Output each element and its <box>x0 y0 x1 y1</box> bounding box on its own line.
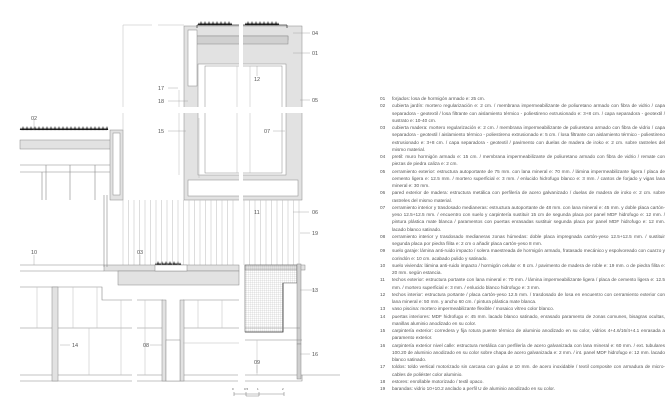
label-13: 13 <box>312 288 318 294</box>
legend-number: 15 <box>380 328 386 333</box>
legend-number: 09 <box>380 248 386 254</box>
label-18: 18 <box>158 99 164 105</box>
label-14: 14 <box>72 343 78 349</box>
upper-volume <box>178 20 308 205</box>
legend-item: 06 pared exterior de madera: estructura m… <box>380 189 665 204</box>
legend-text: suelo vivienda: lámina anti-ruido impact… <box>392 262 665 275</box>
label-11: 11 <box>254 210 260 216</box>
legend-number: 07 <box>380 204 386 210</box>
legend-item: 17 toldos: toldo vertical motorizado sin … <box>380 363 665 378</box>
legend-item: 09 suelo garaje: lámina anti-ruido impact… <box>380 247 665 262</box>
legend-number: 05 <box>380 168 386 174</box>
legend-text: forjados: losa de hormigón armado e: 25 … <box>392 96 486 101</box>
label-12: 12 <box>254 77 260 83</box>
section-drawing: 04 01 12 05 07 17 18 15 02 11 06 19 10 0… <box>19 20 340 397</box>
legend-number: 13 <box>380 306 386 312</box>
lower-left-volume <box>19 24 184 201</box>
legend-text: carpintería exterior: corredera y fija r… <box>392 328 665 341</box>
label-17: 17 <box>158 86 164 92</box>
label-10: 10 <box>31 250 37 256</box>
leader-lines <box>33 32 316 373</box>
legend-text: puertas interiores: MDF hidrofugo e: 45 … <box>392 313 665 326</box>
roof-vegetation <box>19 21 280 266</box>
pool <box>244 263 302 345</box>
legend-item: 02 cubierta jardín: mortero regularizació… <box>380 102 665 124</box>
label-08: 08 <box>143 343 149 349</box>
legend-number: 10 <box>380 262 386 268</box>
legend-item: 15 carpintería exterior: corredera y fija… <box>380 327 665 342</box>
legend-item: 05 cerramiento exterior: estructura autop… <box>380 168 665 190</box>
label-03: 03 <box>137 250 143 256</box>
legend-text: techos exterior: estructura portante con… <box>392 277 665 290</box>
label-06: 06 <box>312 210 318 216</box>
lower-floors <box>20 286 340 382</box>
drawing-labels: 04 01 12 05 07 17 18 15 02 11 06 19 10 0… <box>31 31 318 366</box>
legend-number: 18 <box>380 378 386 384</box>
legend-item: 08 cerramiento interior y trasdosado medi… <box>380 233 665 248</box>
legend-text: toldos: toldo vertical motorizado sin ca… <box>392 364 665 377</box>
legend: 01 forjados: losa de hormigón armado e: 2… <box>380 95 665 392</box>
legend-item: 11 techos exterior: estructura portante c… <box>380 276 665 291</box>
label-05: 05 <box>312 98 318 104</box>
legend-number: 03 <box>380 125 386 130</box>
label-09: 09 <box>254 360 260 366</box>
svg-text:0: 0 <box>232 387 234 391</box>
legend-text: pretil: muro hormigón armado e: 15 cm. /… <box>392 154 665 167</box>
label-07: 07 <box>264 129 270 135</box>
legend-number: 17 <box>380 364 386 370</box>
svg-text:0.5: 0.5 <box>244 387 249 391</box>
scale-bar: 0 0.5 1 2 <box>232 387 285 397</box>
legend-number: 16 <box>380 342 386 348</box>
legend-text: suelo garaje: lámina anti-ruido impacto … <box>392 248 665 261</box>
legend-text: vaso piscina: mortero impermeabilizante … <box>392 306 555 312</box>
label-15: 15 <box>158 129 164 135</box>
legend-item: 04 pretil: muro hormigón armado e: 15 cm.… <box>380 153 665 168</box>
legend-item: 19 barandas: vidrio 10+10.2 anclado a per… <box>380 385 665 392</box>
railing <box>122 200 300 265</box>
legend-item: 16 carpintería exterior nivel calle: estr… <box>380 342 665 364</box>
legend-text: cerramiento exterior: estructura autopor… <box>392 168 665 189</box>
legend-text: techos interior: estructura portante / p… <box>392 291 665 304</box>
legend-item: 13 vaso piscina: mortero impermeabilizant… <box>380 305 665 312</box>
label-01: 01 <box>312 51 318 57</box>
legend-item: 01 forjados: losa de hormigón armado e: 2… <box>380 95 665 102</box>
svg-text:1: 1 <box>257 387 259 391</box>
legend-number: 02 <box>380 103 386 109</box>
legend-text: barandas: vidrio 10+10.2 anclado a perfi… <box>392 386 555 391</box>
legend-number: 12 <box>380 291 386 297</box>
legend-text: cubierta madera: mortero regularización … <box>392 125 665 152</box>
legend-text: pared exterior de madera: estructura met… <box>392 190 665 203</box>
legend-number: 06 <box>380 190 386 196</box>
label-02: 02 <box>31 116 37 122</box>
legend-item: 10 suelo vivienda: lámina anti-ruido impa… <box>380 262 665 277</box>
legend-item: 07 cerramiento interior y trasdosado medi… <box>380 204 665 233</box>
legend-item: 18 estores: enrollable motorizado / texti… <box>380 378 665 385</box>
label-16: 16 <box>312 352 318 358</box>
legend-text: cubierta jardín: mortero regularización … <box>392 103 665 123</box>
legend-number: 19 <box>380 386 386 391</box>
legend-number: 11 <box>380 277 385 283</box>
legend-item: 14 puertas interiores: MDF hidrofugo e: 4… <box>380 313 665 328</box>
legend-item: 03 cubierta madera: mortero regularizació… <box>380 124 665 153</box>
legend-text: cerramiento interior y trasdosado median… <box>392 233 665 246</box>
label-04: 04 <box>312 31 318 37</box>
legend-number: 14 <box>380 313 386 319</box>
legend-text: estores: enrollable motorizado / textil … <box>392 378 484 384</box>
label-19: 19 <box>312 231 318 237</box>
legend-number: 08 <box>380 233 386 239</box>
legend-item: 12 techos interior: estructura portante /… <box>380 291 665 306</box>
legend-number: 04 <box>380 154 386 159</box>
legend-text: cerramiento interior y trasdosado median… <box>392 204 665 232</box>
legend-number: 01 <box>380 96 386 101</box>
legend-text: carpintería exterior nivel calle: estruc… <box>392 342 665 363</box>
svg-text:2: 2 <box>282 387 284 391</box>
